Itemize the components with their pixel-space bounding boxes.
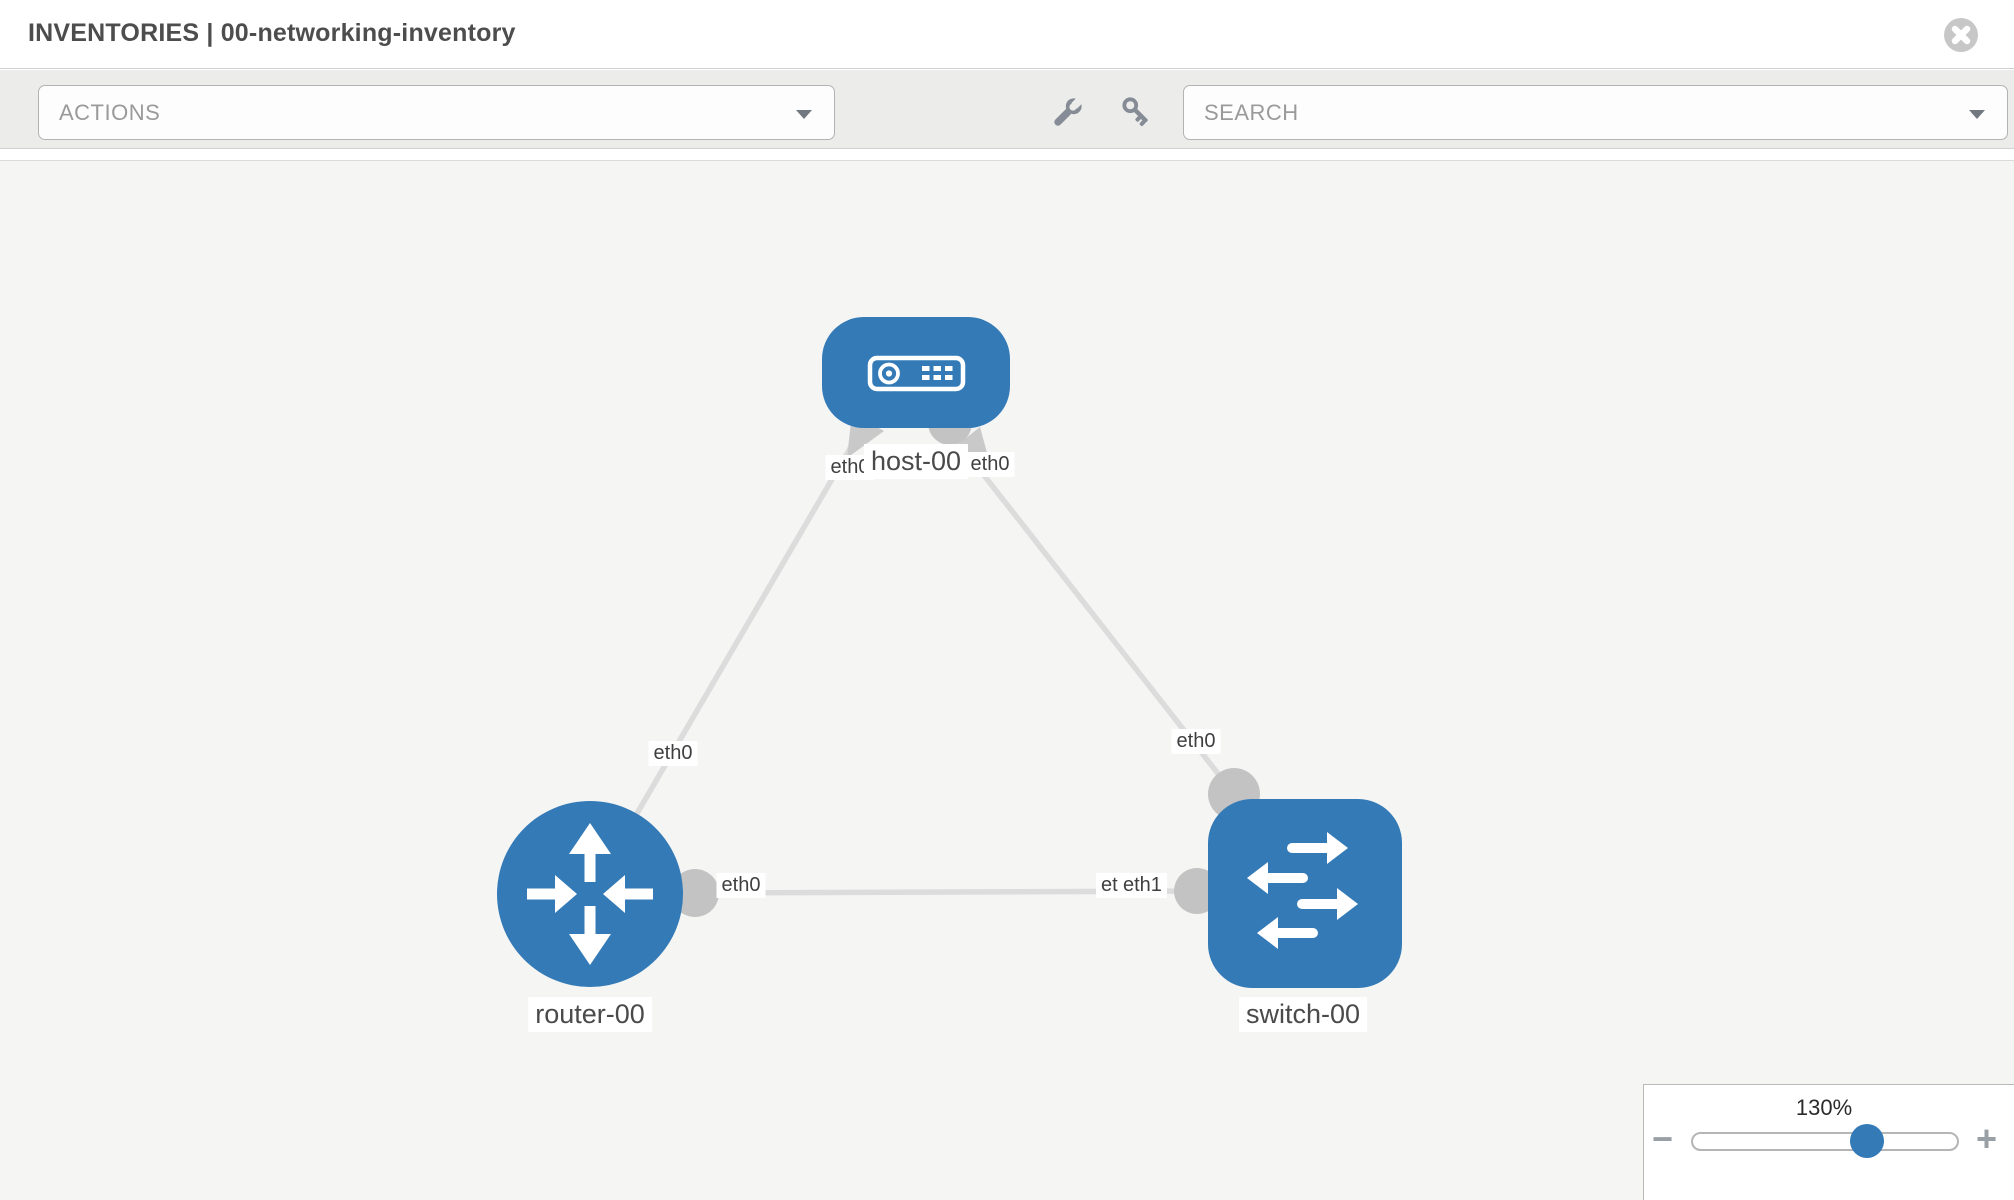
search-dropdown-label: SEARCH — [1204, 99, 1299, 125]
key-icon — [1122, 97, 1148, 127]
node-label-router: router-00 — [528, 997, 652, 1032]
key-button[interactable] — [1119, 94, 1155, 135]
topology-canvas[interactable]: host-00 router-00 switch-00 eth0 eth0 et… — [0, 160, 2014, 1200]
if-label-router-right: eth0 — [716, 873, 766, 898]
zoom-slider-thumb[interactable] — [1850, 1124, 1884, 1158]
port-router-right[interactable] — [671, 869, 719, 917]
close-button[interactable] — [1944, 18, 1978, 52]
chevron-down-icon — [796, 110, 812, 119]
wrench-button[interactable] — [1048, 94, 1086, 137]
actions-dropdown[interactable]: ACTIONS — [38, 85, 835, 140]
search-dropdown[interactable]: SEARCH — [1183, 85, 2008, 140]
node-switch-00[interactable] — [1208, 799, 1402, 988]
switch-icon — [1247, 832, 1358, 949]
router-icon — [527, 823, 653, 965]
chevron-down-icon — [1969, 110, 1985, 119]
node-router-00[interactable] — [497, 801, 683, 987]
title-bar: INVENTORIES | 00-networking-inventory — [0, 0, 2014, 69]
node-host-00[interactable] — [822, 317, 1010, 428]
page-title: INVENTORIES | 00-networking-inventory — [28, 19, 516, 47]
zoom-level-value: 130% — [1795, 1095, 1853, 1120]
if-label-switch-left: eth1 — [1118, 873, 1167, 898]
actions-dropdown-label: ACTIONS — [59, 99, 161, 125]
if-label-host-right: eth0 — [965, 452, 1015, 477]
node-label-switch: switch-00 — [1238, 997, 1368, 1032]
node-label-host: host-00 — [863, 444, 969, 479]
host-icon — [867, 355, 966, 392]
zoom-control-panel: 130% − + — [1643, 1084, 2014, 1200]
wrench-icon — [1054, 96, 1084, 126]
close-icon — [1944, 18, 1978, 52]
zoom-in-button[interactable]: + — [1976, 1118, 1998, 1159]
if-label-switch-top: eth0 — [1171, 729, 1221, 754]
zoom-slider-track[interactable] — [1691, 1132, 1959, 1151]
if-label-router-top: eth0 — [648, 741, 698, 766]
toolbar: ACTIONS — [0, 70, 2014, 149]
zoom-out-button[interactable]: − — [1652, 1118, 1674, 1159]
